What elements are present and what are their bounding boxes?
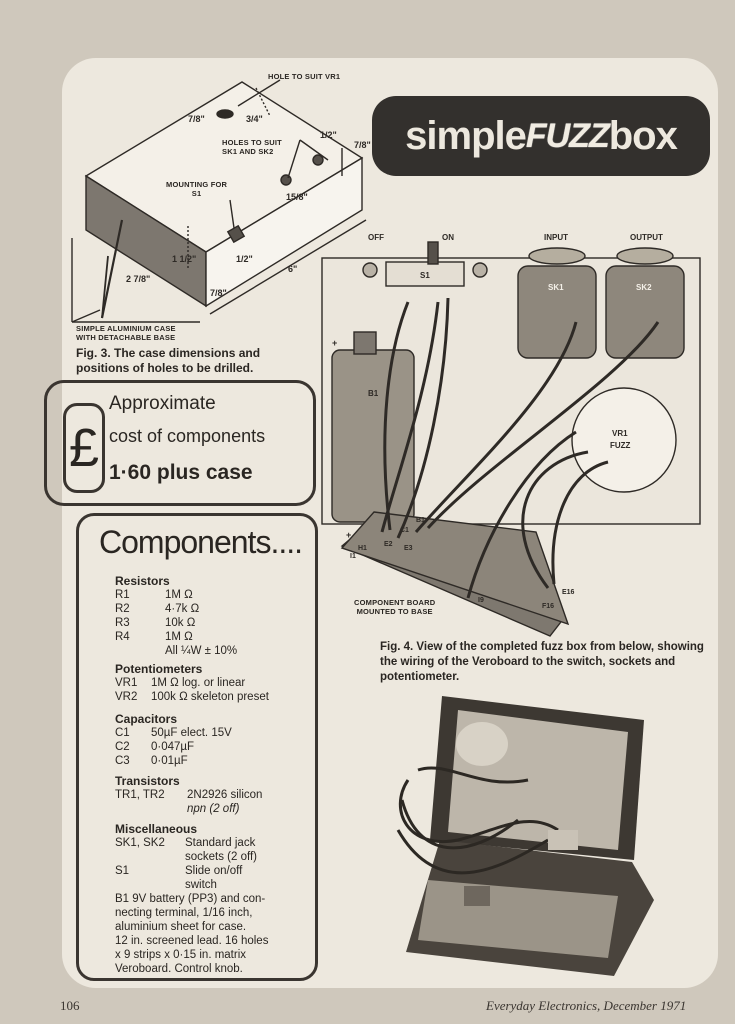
dim-3-4-top: 3/4" (246, 114, 263, 124)
pin-i9: I9 (478, 597, 484, 604)
cost-line3: 1·60 plus case (109, 461, 253, 484)
r2-ref: R2 (115, 603, 130, 615)
pound-icon: £ (63, 403, 105, 493)
dim-length: 6" (288, 264, 297, 274)
vr1-val: 1M Ω log. or linear (151, 677, 246, 689)
page-number: 106 (60, 998, 80, 1013)
b1-plus: + (332, 338, 337, 348)
sk-val2: sockets (2 off) (185, 851, 258, 863)
dim-7-8-front: 7/8" (210, 288, 227, 298)
output-label: OUTPUT (630, 233, 663, 242)
sk1-label: SK1 (548, 283, 564, 292)
label-case: SIMPLE ALUMINIUM CASE WITH DETACHABLE BA… (76, 324, 176, 342)
pin-b1: B1 (416, 517, 425, 524)
dim-7-8-top: 7/8" (188, 114, 205, 124)
switch-on-label: ON (442, 233, 454, 242)
switch-off-label: OFF (368, 233, 384, 242)
r3-ref: R3 (115, 617, 130, 629)
article-title: simple FUZZ box (372, 96, 710, 176)
resistor-note: All ¼W ± 10% (165, 645, 238, 657)
dim-1-2-side: 1/2" (320, 130, 337, 140)
r4-val: 1M Ω (165, 631, 193, 643)
fig4-caption: Fig. 4. View of the completed fuzz box f… (380, 641, 704, 683)
pots-heading: Potentiometers (115, 662, 203, 676)
tr-val1: 2N2926 silicon (187, 789, 263, 801)
b1-label: B1 (368, 389, 379, 398)
dim-1-5-8: 15/8" (286, 192, 308, 202)
c1-ref: C1 (115, 727, 130, 739)
s1-val2: switch (185, 879, 217, 891)
board-plus: + (346, 530, 351, 540)
misc-para-4: 12 in. screened lead. 16 holes (115, 935, 269, 947)
transistors-heading: Transistors (115, 774, 180, 788)
sk2-label: SK2 (636, 283, 652, 292)
components-box: Components.... Resistors R1 1M Ω R2 4·7k… (76, 513, 318, 981)
cost-box: £ Approximate cost of components 1·60 pl… (44, 380, 316, 506)
pin-e16: E16 (562, 589, 575, 596)
vr1-ref: VR1 (115, 677, 138, 689)
label-mounting-s1: MOUNTING FOR S1 (166, 180, 228, 198)
fuzz-label: FUZZ (610, 441, 631, 450)
cost-line1: Approximate (109, 393, 216, 414)
vr2-val: 100k Ω skeleton preset (151, 691, 269, 703)
vr2-ref: VR2 (115, 691, 138, 703)
r1-ref: R1 (115, 589, 130, 601)
sk-ref: SK1, SK2 (115, 837, 165, 849)
s1-val1: Slide on/off (185, 865, 243, 877)
c2-val: 0·047µF (151, 741, 195, 753)
misc-para-6: Veroboard. Control knob. (115, 963, 243, 975)
s1-label: S1 (420, 271, 430, 280)
fig4-wiring-drawing: OFF ON INPUT OUTPUT S1 SK1 SK2 B1 + VR1 … (321, 233, 701, 637)
pin-h1: H1 (358, 545, 367, 552)
fig3-caption: Fig. 3. The case dimensions and position… (76, 346, 261, 375)
r2-val: 4·7k Ω (165, 603, 200, 615)
s1-ref: S1 (115, 865, 130, 877)
c1-val: 50µF elect. 15V (151, 727, 232, 739)
board-label: COMPONENT BOARD MOUNTED TO BASE (354, 598, 436, 616)
misc-para-5: x 9 strips x 0·15 in. matrix (115, 949, 247, 961)
title-fuzz: FUZZ (525, 116, 610, 155)
c2-ref: C2 (115, 741, 130, 753)
resistors-heading: Resistors (115, 574, 170, 588)
vr1-label: VR1 (612, 429, 628, 438)
label-holes-sk: HOLES TO SUIT SK1 AND SK2 (222, 138, 282, 156)
misc-para-3: aluminium sheet for case. (115, 921, 247, 933)
c3-val: 0·01µF (151, 755, 188, 767)
components-title: Components.... (99, 524, 303, 560)
misc-para-2: necting terminal, 1/16 inch, (115, 907, 253, 919)
pin-f16: F16 (542, 603, 554, 610)
r4-ref: R4 (115, 631, 130, 643)
c3-ref: C3 (115, 755, 130, 767)
magazine-footer: Everyday Electronics, December 1971 (486, 998, 687, 1013)
dim-1-2-front: 1/2" (236, 254, 253, 264)
label-hole-vr1: HOLE TO SUIT VR1 (268, 72, 341, 81)
dim-7-8-side: 7/8" (354, 140, 371, 150)
dim-width: 2 7/8" (126, 274, 150, 284)
title-box: box (608, 113, 678, 158)
fuzzbox-photo (378, 690, 668, 980)
cost-line2: cost of components (109, 426, 266, 446)
pin-i1: I1 (350, 553, 356, 560)
tr-ref: TR1, TR2 (115, 789, 165, 801)
dim-height: 1 1/2" (172, 254, 196, 264)
r1-val: 1M Ω (165, 589, 193, 601)
capacitors-heading: Capacitors (115, 712, 178, 726)
misc-para-1: B1 9V battery (PP3) and con- (115, 893, 266, 905)
misc-heading: Miscellaneous (115, 822, 198, 836)
pin-e3: E3 (404, 545, 413, 552)
tr-val2: npn (2 off) (187, 803, 240, 815)
input-label: INPUT (544, 233, 568, 242)
pin-e2: E2 (384, 541, 393, 548)
fig3-case-drawing: 7/8" 3/4" 1/2" 7/8" 1 1/2" 15/8" 2 7/8" … (71, 79, 371, 323)
pin-c1: C1 (400, 527, 409, 534)
sk-val1: Standard jack (185, 837, 256, 849)
title-simple: simple (405, 113, 527, 158)
r3-val: 10k Ω (165, 617, 196, 629)
